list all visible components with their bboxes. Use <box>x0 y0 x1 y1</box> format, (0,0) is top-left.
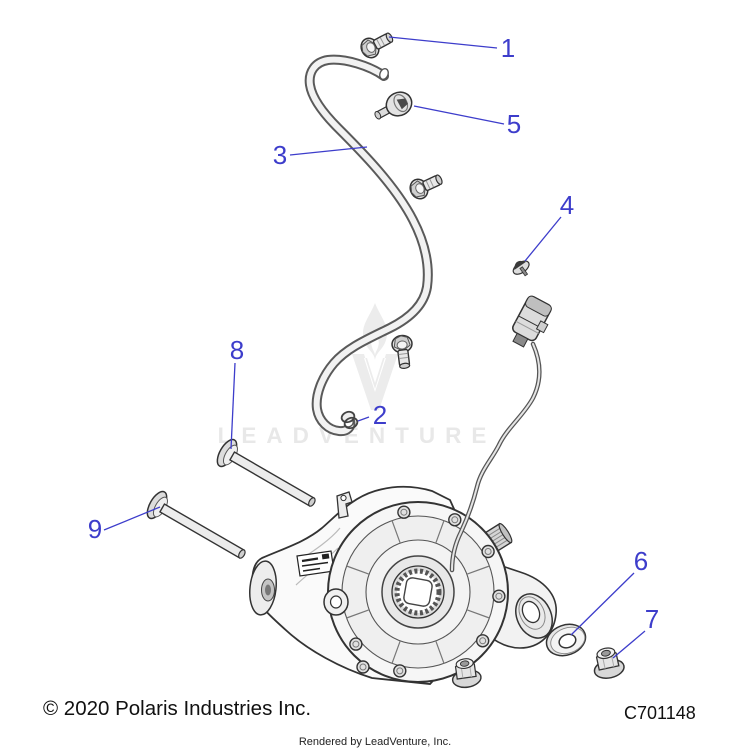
renderer-credit: Rendered by LeadVenture, Inc. <box>299 736 451 748</box>
leadventure-watermark: LEADVENTURE <box>218 303 497 448</box>
copyright-text: © 2020 Polaris Industries Inc. <box>43 697 311 720</box>
leader-1 <box>388 36 498 49</box>
long-bolt-upper <box>212 435 323 518</box>
callout-9[interactable]: 9 <box>88 514 102 544</box>
callout-8[interactable]: 8 <box>230 335 244 365</box>
leader-2 <box>357 416 370 422</box>
top-bracket <box>336 491 353 519</box>
callout-1[interactable]: 1 <box>501 33 515 63</box>
callout-2[interactable]: 2 <box>373 400 387 430</box>
callout-4[interactable]: 4 <box>560 190 574 220</box>
retainer-clip <box>512 260 530 277</box>
watermark-text: LEADVENTURE <box>218 423 497 448</box>
vent-hose <box>304 54 433 437</box>
leader-9 <box>103 506 161 531</box>
cover-bolts <box>330 505 506 678</box>
flange-screw-middle <box>406 168 447 203</box>
part-code: C701148 <box>624 703 696 723</box>
leader-3 <box>289 146 368 156</box>
leader-5 <box>413 105 505 125</box>
long-bolt-lower <box>142 487 253 570</box>
hose-clamp <box>340 410 359 430</box>
callouts: 1 2 3 4 5 6 7 8 9 <box>88 33 659 659</box>
leader-4 <box>524 216 562 262</box>
callout-6[interactable]: 6 <box>634 546 648 576</box>
flange-screw-lower <box>390 333 416 371</box>
speed-sensor <box>449 295 552 573</box>
leader-6 <box>570 572 635 636</box>
mount-boss <box>323 588 349 616</box>
watermark-flame-icon <box>363 303 387 360</box>
id-label <box>296 550 335 577</box>
hose-open-end-top <box>379 67 389 81</box>
gearcase-housing <box>249 485 557 685</box>
callout-7[interactable]: 7 <box>645 604 659 634</box>
flange-screw-top <box>357 26 398 62</box>
callout-3[interactable]: 3 <box>273 140 287 170</box>
vent-fitting <box>374 91 413 120</box>
flange-nut <box>589 644 627 682</box>
callout-5[interactable]: 5 <box>507 109 521 139</box>
washer <box>545 623 587 657</box>
watermark-v-icon <box>352 354 398 410</box>
sensor-connector <box>512 295 552 348</box>
leader-8 <box>230 362 236 450</box>
gearcase-cover <box>327 501 509 683</box>
leader-7 <box>612 630 646 659</box>
